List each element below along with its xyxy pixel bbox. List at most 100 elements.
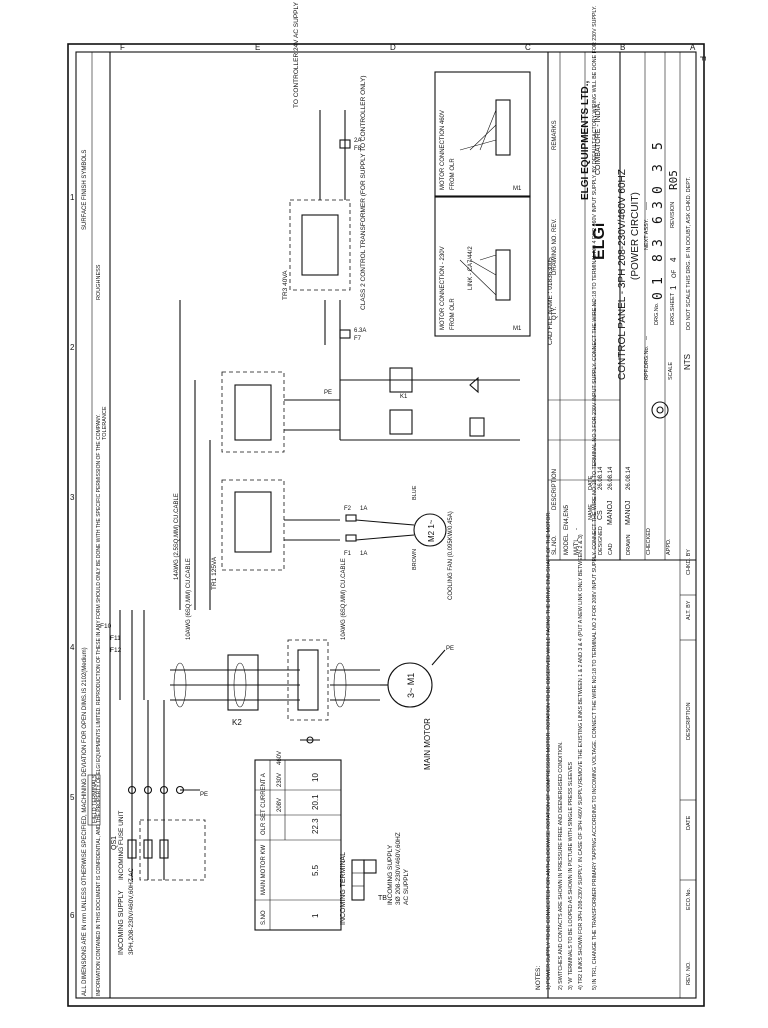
drg-digit: 0: [651, 186, 666, 194]
motor-connection-460v: MOTOR CONNECTION 460V FROM OLR M1: [434, 71, 531, 198]
fuse-1a-b: 1A: [360, 551, 367, 557]
drg-digit: 5: [651, 142, 666, 150]
col-460: 460V: [277, 751, 283, 765]
title-line-2: (POWER CIRCUIT): [630, 192, 641, 280]
projection-symbol: [651, 401, 669, 419]
tr1-label: TR1 125VA: [211, 556, 218, 590]
drg-digit: 3: [651, 164, 666, 172]
row-appd-role: APPD.: [666, 538, 672, 555]
name-col-label: NAME: [588, 504, 594, 520]
supply-spec-label: 3PH,208-230V/460V,60HZ AC: [128, 867, 135, 955]
motor-table: S.NO MAIN MOTOR KW OLR SET CURRENT A 208…: [254, 751, 342, 931]
val-208: 22.3: [311, 818, 320, 834]
rev-col-revno: REV. NO.: [686, 961, 692, 985]
col-kw: MAIN MOTOR KW: [261, 844, 267, 895]
f8-label: F8: [354, 146, 362, 152]
scale-label: SCALE: [668, 362, 674, 380]
outer-border: [67, 43, 705, 1007]
tr1-transformer: [221, 479, 285, 571]
zone-letter-a: A: [690, 43, 696, 52]
tolerance-label: TOLERANCE: [102, 406, 108, 440]
company-city: COIMBATORE - INDIA.: [595, 102, 602, 175]
hdr-remarks: REMARKS: [552, 120, 558, 150]
note-4: 4) TR2 LINKS SHOWN FOR 3PH 208-230V SUPP…: [578, 534, 584, 990]
row-designed-role: DESIGNED: [598, 526, 604, 555]
cable-14-label: 14AWG (2.5SQ.MM) CU.CABLE: [174, 493, 180, 580]
mc230-m: M1: [513, 326, 522, 332]
k2-label: K2: [232, 718, 242, 727]
supply-note-3: AC SUPPLY: [403, 868, 410, 905]
pe-label-3: PE: [324, 390, 332, 396]
mc230-from: FROM OLR: [450, 298, 456, 330]
fuse-1a-a: 1A: [360, 506, 367, 512]
row-cad-name: MANOJ: [607, 501, 614, 526]
mc460-from: FROM OLR: [450, 158, 456, 190]
zone-letter-b: B: [620, 43, 625, 52]
zone-numbers-left: 1 2 3 4 5 6: [70, 193, 75, 920]
row-cad-role: CAD: [608, 543, 614, 555]
drg-no-label: DRG.No.: [654, 302, 660, 325]
drg-digit: 6: [651, 216, 666, 224]
rev-col-chkdby: CHKD. BY: [686, 549, 692, 575]
sheet-total: 4: [669, 257, 678, 262]
zone-letter: F: [698, 56, 707, 61]
col-olr: OLR SET CURRENT A: [261, 773, 267, 835]
rpf-value: --: [644, 336, 650, 340]
next-assy-label: NEXT ASSY.: [644, 218, 650, 250]
hdr-rev: REV.: [552, 218, 558, 232]
surface-finish-label: SURFACE FINISH SYMBOLS: [82, 150, 88, 230]
col-208: 208V: [277, 798, 283, 812]
row-drawn-name: MANOJ: [625, 501, 632, 526]
hdr-drawing-no: DRAWING NO.: [552, 234, 558, 275]
hdr-qty: QTY.: [552, 306, 558, 320]
matl-value: -: [574, 528, 580, 530]
company-name: ELGI EQUIPMENTS LTD.,: [580, 81, 591, 200]
class2-label: CLASS 2 CONTROL TRANSFORMER (FOR SUPPLY …: [360, 75, 367, 310]
drg-digit: 8: [651, 254, 666, 262]
tr3-transformer: [289, 199, 351, 291]
k1-label: K1: [400, 394, 408, 400]
drg-digit: 0: [651, 292, 666, 300]
fuse-63-label: 6.3A: [354, 328, 366, 334]
tr2-transformer: [221, 371, 285, 453]
field-terminals-label: FIELD TERMINALS: [92, 774, 98, 823]
main-power-circuit: F10 F11 F12 10AWG (6SQ.MM) CU.CABLE K2 1…: [100, 558, 454, 770]
col-sno: S.NO: [261, 910, 267, 925]
cable-10b-label: 10AWG (6SQ.MM) CU.CABLE: [341, 558, 347, 640]
sheet-of: OF: [672, 269, 678, 278]
tr3-label: TR3 40VA: [282, 270, 289, 300]
drg-digit: 3: [651, 201, 666, 209]
drg-sheet-label: DRG.SHEET: [670, 292, 676, 325]
left-info-strip: ALL DIMENSIONS ARE IN mm UNLESS OTHERWIS…: [82, 52, 111, 998]
cooling-fan-label: COOLING FAN (0.095KW/0.45A): [448, 511, 454, 600]
model-value: EN4,EN5: [564, 504, 570, 530]
sheet-no: 1: [669, 285, 678, 290]
next-assy-value: ----: [644, 202, 650, 210]
roughness-label: ROUGHNESS: [96, 264, 102, 300]
zone-number-5: 5: [70, 793, 75, 802]
val-sno: 1: [311, 913, 320, 918]
zone-number-4: 4: [70, 643, 75, 652]
zone-number-3: 3: [70, 493, 75, 502]
f11-label: F11: [110, 635, 121, 642]
fuse-2a-label: 2A: [354, 138, 361, 144]
mc460-title: MOTOR CONNECTION 460V: [440, 110, 446, 190]
zone-letter-c: C: [525, 43, 531, 52]
supply-note-1: INCOMING SUPPLY: [387, 844, 394, 905]
dims-note: ALL DIMENSIONS ARE IN mm UNLESS OTHERWIS…: [82, 647, 88, 996]
f1-label: F1: [344, 551, 352, 557]
control-section: 14AWG (2.5SQ.MM) CU.CABLE TR1 125VA F2 F…: [174, 1, 520, 610]
model-label: MODEL: [564, 533, 570, 555]
mc460-m: M1: [513, 186, 522, 192]
hdr-description: DESCRIPTION: [552, 469, 558, 510]
f2-label: F2: [344, 506, 352, 512]
brown-label: BROWN: [412, 549, 418, 570]
motor-connection-230v: MOTOR CONNECTION - 230V FROM OLR LINK - …: [434, 195, 531, 337]
zone-letters: F: [698, 56, 707, 61]
inner-border: [75, 51, 697, 999]
pe-label-2: PE: [446, 646, 454, 652]
val-230: 20.1: [311, 794, 320, 810]
rev-col-description: DESCRIPTION: [686, 702, 692, 740]
incoming-fuse-unit: INCOMING SUPPLY 3PH,208-230V/460V,60HZ A…: [87, 700, 208, 955]
zone-letter-e: E: [255, 43, 260, 52]
